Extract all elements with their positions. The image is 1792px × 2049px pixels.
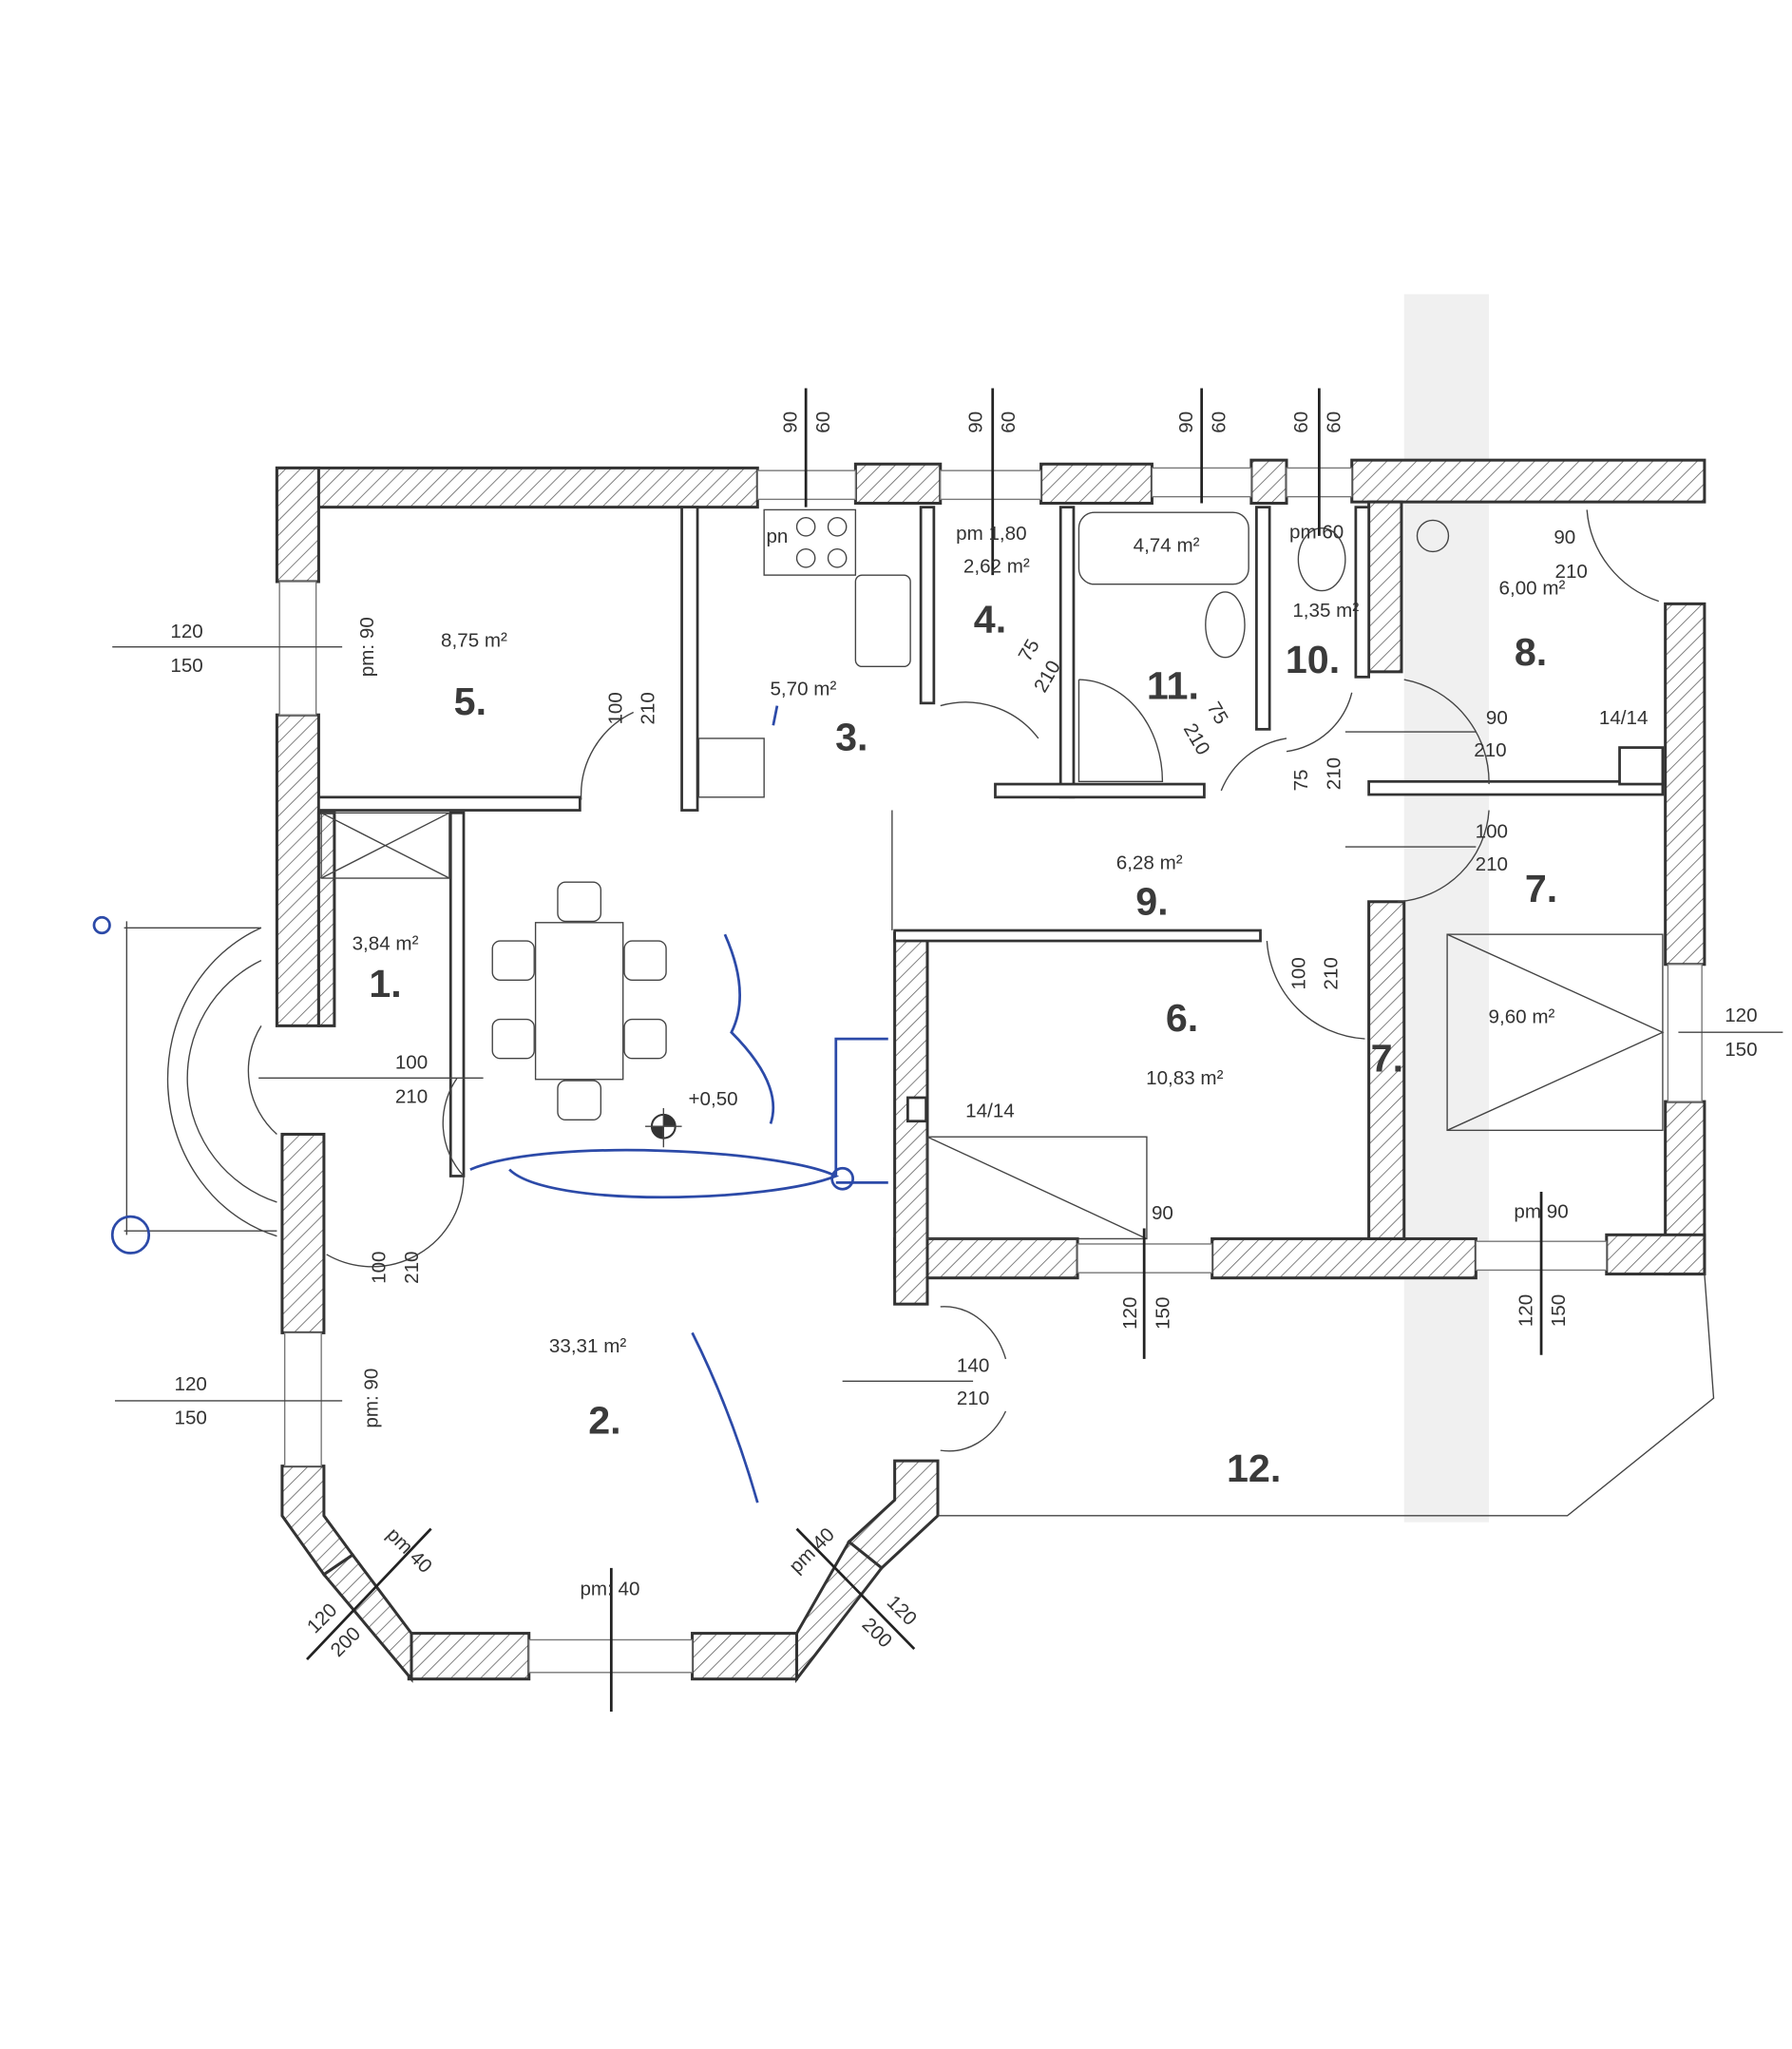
handwritten-annotations <box>92 705 888 1503</box>
chimney-label: 14/14 <box>965 1101 1015 1122</box>
room-5-number: 5. <box>454 680 486 723</box>
fixtures <box>320 508 1665 1240</box>
dim-label: 210 <box>1476 853 1508 875</box>
sill-label: pm: 90 <box>360 1369 382 1428</box>
dim-label: 210 <box>1323 757 1344 790</box>
sill-label: pm 60 <box>1289 522 1344 544</box>
dim-label: 120 <box>1515 1294 1536 1327</box>
dim-label: 90 <box>1152 1202 1173 1224</box>
dim-label: 75 <box>1290 769 1312 791</box>
level-marker-icon <box>645 1107 682 1148</box>
exterior-walls <box>275 458 1706 1684</box>
dim-label: 210 <box>1321 957 1343 989</box>
dim-label: 200 <box>858 1614 897 1653</box>
shower <box>1077 679 1164 783</box>
dim-label: 120 <box>1725 1005 1757 1026</box>
dim-label: 100 <box>395 1052 428 1074</box>
dim-label: 90 <box>1554 527 1575 548</box>
dim-label: 150 <box>175 1407 207 1429</box>
sill-label: pn <box>766 526 788 547</box>
dim-label: 90 <box>1175 412 1197 433</box>
dim-label: 90 <box>780 412 802 433</box>
dim-label: 210 <box>395 1085 428 1107</box>
dim-label: 120 <box>175 1373 207 1395</box>
room-4-number: 4. <box>974 598 1006 642</box>
sink <box>1205 591 1246 659</box>
sill-label: pm 40 <box>785 1523 839 1578</box>
bathtub <box>1077 511 1249 585</box>
toilet <box>1297 527 1346 592</box>
sill-label: pm 1,80 <box>956 523 1026 545</box>
room-labels: 3,84 m² 1. 33,31 m² 2. 5,70 m² 3. 2,62 m… <box>353 534 1566 1490</box>
room-5-area: 8,75 m² <box>441 630 507 652</box>
room-9-number: 9. <box>1135 880 1168 924</box>
dim-label: 100 <box>369 1251 391 1283</box>
room-4-area: 2,62 m² <box>963 555 1030 577</box>
dim-label: 100 <box>604 692 626 724</box>
room-3-number: 3. <box>835 715 867 758</box>
dim-label: 210 <box>638 692 659 724</box>
dim-label: 100 <box>1476 820 1508 842</box>
room-8-area: 6,00 m² <box>1499 578 1566 600</box>
dim-label: 60 <box>1323 412 1344 433</box>
dim-label: 210 <box>1554 561 1587 583</box>
dining-table <box>491 881 667 1121</box>
room-7-area: 9,60 m² <box>1489 1006 1555 1028</box>
room-12-number: 12. <box>1227 1446 1281 1490</box>
room-9-area: 6,28 m² <box>1116 852 1183 873</box>
dim-label: 120 <box>1119 1297 1141 1330</box>
dim-label: 210 <box>1474 739 1506 761</box>
dim-label: 60 <box>812 412 834 433</box>
room-7-number: 7. <box>1525 867 1557 910</box>
room-8-number: 8. <box>1515 630 1547 674</box>
boiler <box>1416 519 1450 553</box>
door-swings-and-dim-lines <box>112 388 1783 1713</box>
dim-label: 100 <box>1287 957 1309 989</box>
level-label: +0,50 <box>688 1088 737 1110</box>
dim-label: 150 <box>1725 1039 1757 1061</box>
dim-label: 140 <box>957 1355 989 1377</box>
dim-label: 75 <box>1014 636 1043 665</box>
sill-label: pm: 40 <box>580 1579 639 1600</box>
sill-label: pm 90 <box>1514 1200 1568 1222</box>
chimney-label: 14/14 <box>1599 707 1649 729</box>
dim-label: 210 <box>957 1388 989 1409</box>
chimney-14-14 <box>1618 746 1665 786</box>
dim-label: 60 <box>1290 412 1312 433</box>
room-6-number: 6. <box>1166 996 1198 1040</box>
room-3-area: 5,70 m² <box>770 679 836 700</box>
room-2-area: 33,31 m² <box>549 1335 626 1357</box>
dim-label: 200 <box>327 1622 366 1661</box>
room-7-secondary-number: 7. <box>1371 1036 1403 1080</box>
dim-label: 210 <box>401 1251 423 1283</box>
room-1-number: 1. <box>369 962 401 1005</box>
room-1-area: 3,84 m² <box>353 933 419 955</box>
room-10-number: 10. <box>1286 638 1340 681</box>
dim-label: 90 <box>965 412 987 433</box>
room-11-number: 11. <box>1147 664 1199 708</box>
room-10-area: 1,35 m² <box>1292 600 1359 622</box>
sill-label: pm: 90 <box>356 617 378 677</box>
dim-label: 90 <box>1486 707 1508 729</box>
dim-label: 150 <box>170 655 202 677</box>
chimney-14-14-b <box>906 1096 927 1123</box>
room-2-number: 2. <box>588 1398 620 1442</box>
room-11-area: 4,74 m² <box>1134 534 1200 556</box>
dim-label: 210 <box>1179 719 1214 758</box>
dim-label: 150 <box>1152 1297 1173 1330</box>
dim-label: 60 <box>1208 412 1230 433</box>
dim-label: 75 <box>1203 699 1232 728</box>
room-6-area: 10,83 m² <box>1146 1067 1223 1089</box>
interior-walls <box>317 506 1665 1178</box>
dim-label: 150 <box>1548 1294 1570 1327</box>
dim-label: 120 <box>303 1599 342 1638</box>
dim-label: 60 <box>998 412 1020 433</box>
dim-label: 120 <box>170 621 202 642</box>
